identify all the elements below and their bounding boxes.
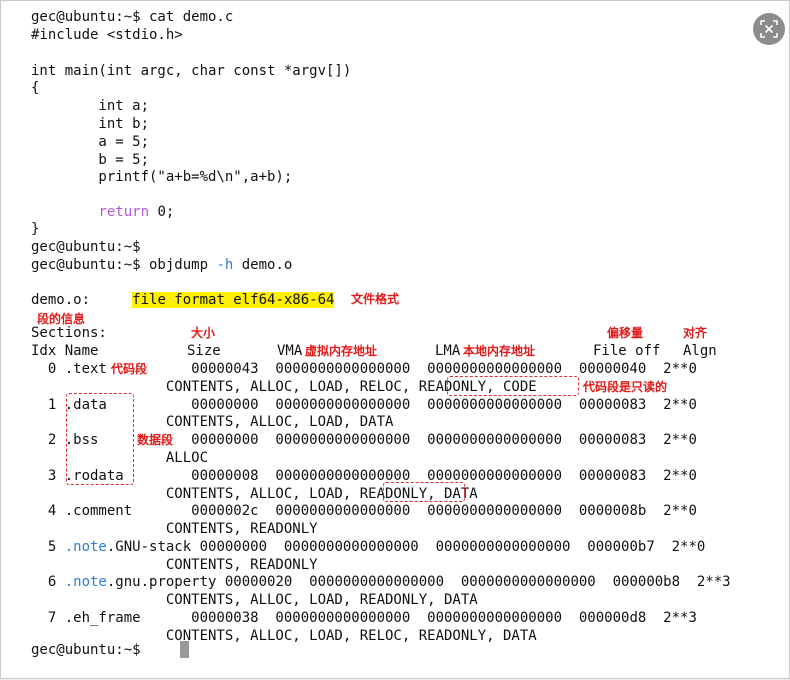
table-row-flags: CONTENTS, ALLOC, LOAD, READONLY, DATA	[165, 486, 478, 502]
sections-label: Sections:	[31, 325, 107, 341]
command-flag: -h	[216, 257, 234, 273]
header-idx-name: Idx Name	[31, 343, 99, 359]
table-row: 5 .note.GNU-stack 00000000 0000000000000…	[31, 539, 706, 555]
header-algn: Algn	[683, 343, 717, 359]
table-row: 3 .rodata 00000008 0000000000000000 0000…	[31, 468, 697, 484]
header-size: Size	[187, 343, 221, 359]
code-line: {	[31, 80, 40, 96]
annotation-lma: 本地内存地址	[463, 344, 536, 358]
code-line: int b;	[31, 116, 150, 132]
annotation-file-format: 文件格式	[351, 292, 400, 306]
code-line: #include <stdio.h>	[31, 27, 183, 43]
code-line: b = 5;	[31, 152, 150, 168]
command-text: objdump	[140, 257, 217, 273]
note-prefix: .note	[64, 539, 107, 555]
prompt-line-cat: gec@ubuntu:~$ cat demo.c	[31, 8, 233, 26]
terminal-cursor	[180, 641, 189, 658]
annotation-align: 对齐	[683, 326, 708, 340]
table-row-flags: CONTENTS, ALLOC, LOAD, RELOC, READONLY, …	[165, 379, 537, 395]
annotation-size: 大小	[191, 326, 216, 340]
table-row-flags: CONTENTS, ALLOC, LOAD, RELOC, READONLY, …	[165, 628, 537, 644]
indent	[31, 204, 98, 220]
code-line-return: return 0;	[31, 203, 174, 221]
note-prefix: .note	[64, 574, 107, 590]
table-row: 4 .comment 0000002c 0000000000000000 000…	[31, 503, 697, 519]
code-line: printf("a+b=%d\n",a+b);	[31, 169, 293, 185]
table-row: 2 .bss 00000000 0000000000000000 0000000…	[31, 432, 697, 448]
prompt-line-final: gec@ubuntu:~$	[31, 642, 141, 658]
code-line: int main(int argc, char const *argv[])	[31, 63, 352, 79]
prompt-line-empty: gec@ubuntu:~$	[31, 239, 141, 255]
terminal-output[interactable]: gec@ubuntu:~$ cat demo.c #include <stdio…	[31, 1, 781, 680]
table-row-values: 00000043 0000000000000000 00000000000000…	[149, 361, 697, 377]
table-row-flags: CONTENTS, ALLOC, LOAD, READONLY, DATA	[165, 592, 478, 608]
annotation-box-readonly-code	[447, 376, 579, 396]
prompt-line-objdump: gec@ubuntu:~$ objdump -h demo.o	[31, 256, 292, 274]
table-row: 6 .note.gnu.property 00000020 0000000000…	[31, 574, 731, 590]
code-line: a = 5;	[31, 134, 150, 150]
table-row: 7 .eh_frame 00000038 0000000000000000 00…	[31, 610, 697, 626]
return-value: 0;	[149, 204, 175, 220]
prompt: gec@ubuntu:~$	[31, 257, 141, 273]
keyword-return: return	[98, 204, 150, 220]
annotation-data-segment: 数据段	[135, 433, 176, 447]
header-vma: VMA	[277, 343, 303, 359]
annotation-code-readonly: 代码段是只读的	[583, 380, 668, 394]
crop-icon	[760, 20, 778, 38]
crop-button[interactable]	[753, 13, 785, 45]
table-row-flags: CONTENTS, READONLY	[165, 521, 318, 537]
table-row-flags: ALLOC	[165, 450, 209, 466]
prompt: gec@ubuntu:~$	[31, 9, 141, 25]
command-text: cat demo.c	[140, 9, 234, 25]
table-row-flags: CONTENTS, ALLOC, LOAD, DATA	[165, 414, 394, 430]
file-format-line: demo.o: file format elf64-x86-64	[31, 291, 335, 309]
annotation-vma: 虚拟内存地址	[305, 344, 378, 358]
annotation-code-segment: 代码段	[111, 362, 148, 376]
annotation-box-readonly-rodata	[383, 482, 465, 502]
header-file-off: File off	[593, 343, 661, 359]
annotation-file-offset: 偏移量	[607, 326, 644, 340]
annotation-section-info: 段的信息	[37, 312, 86, 326]
file-format-highlight: file format elf64-x86-64	[132, 292, 335, 308]
file-name: demo.o:	[31, 292, 133, 308]
code-line: }	[31, 221, 40, 237]
table-row: 0 .text	[31, 361, 107, 377]
annotation-box-data-sections	[66, 393, 134, 485]
header-lma: LMA	[435, 343, 461, 359]
code-line: int a;	[31, 98, 150, 114]
table-row-flags: CONTENTS, READONLY	[165, 557, 318, 573]
table-row: 1 .data 00000000 0000000000000000 000000…	[31, 397, 697, 413]
command-arg: demo.o	[233, 257, 293, 273]
